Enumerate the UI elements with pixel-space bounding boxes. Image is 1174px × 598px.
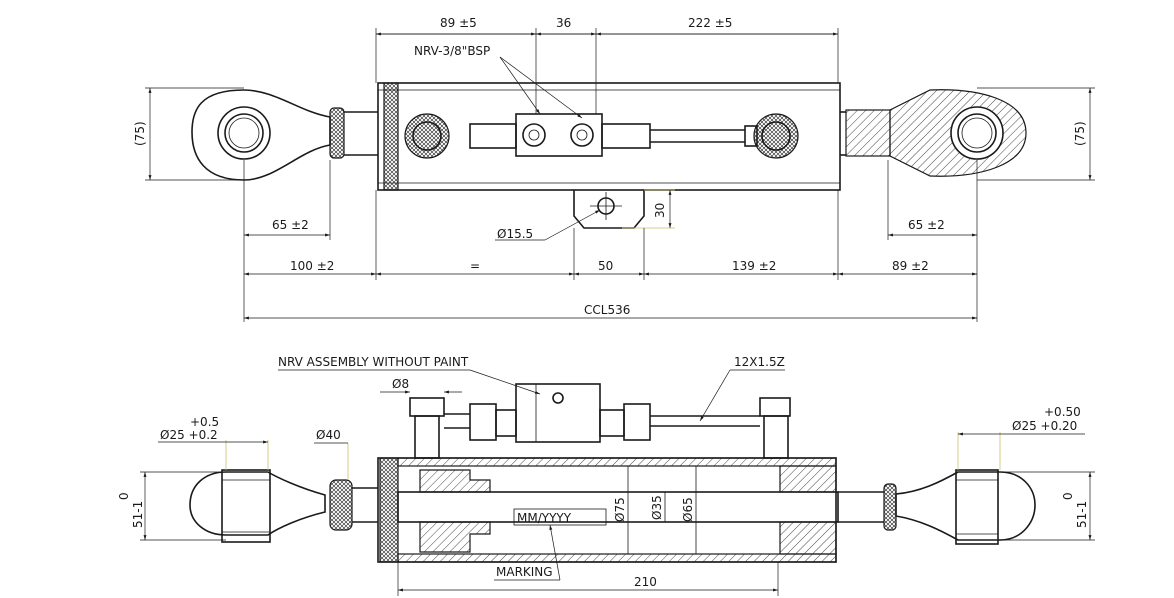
top-view: 89 ±5 36 222 ±5 NRV-3/8"BSP (75) (75) 65… <box>133 16 1095 322</box>
dia-75: Ø75 <box>613 497 627 522</box>
cylinder-barrel <box>377 82 841 191</box>
mounting-lug <box>573 190 645 229</box>
height-75-right: (75) <box>1073 121 1087 146</box>
nrv-assembly <box>409 383 791 459</box>
dim-89: 89 ±5 <box>440 16 477 30</box>
dim-139: 139 ±2 <box>732 259 776 273</box>
dim-equal: = <box>470 259 480 273</box>
dia-8: Ø8 <box>392 377 409 391</box>
date-marking: MM/YYYY <box>517 511 572 525</box>
dia-40: Ø40 <box>316 428 341 442</box>
dim-65-right: 65 ±2 <box>908 218 945 232</box>
dim-100: 100 ±2 <box>290 259 334 273</box>
dim-89b: 89 ±2 <box>892 259 929 273</box>
thread-label: 12X1.5Z <box>734 355 785 369</box>
zero-right: 0 <box>1061 492 1075 500</box>
dim-222: 222 ±5 <box>688 16 732 30</box>
dia-25-left: Ø25 +0.2 <box>160 428 218 442</box>
top-dimensions <box>145 28 1095 322</box>
dim-50: 50 <box>598 259 613 273</box>
dim-65-left: 65 ±2 <box>272 218 309 232</box>
left-eye-section <box>189 469 378 543</box>
nrv-assembly-label: NRV ASSEMBLY WITHOUT PAINT <box>278 355 469 369</box>
minus-left: 51-1 <box>131 501 145 528</box>
dim-30: 30 <box>653 203 667 218</box>
nrv-label: NRV-3/8"BSP <box>414 44 490 58</box>
section-dimensions <box>140 369 1095 596</box>
right-rod-eye <box>840 89 1027 177</box>
tol-right-upper: +0.50 <box>1044 405 1081 419</box>
dia-35: Ø35 <box>650 495 664 520</box>
dia-15-5: Ø15.5 <box>497 227 533 241</box>
ccl-536: CCL536 <box>584 303 630 317</box>
dia-25-right: Ø25 +0.20 <box>1012 419 1077 433</box>
height-75-left: (75) <box>133 121 147 146</box>
dim-36: 36 <box>556 16 571 30</box>
dim-210: 210 <box>634 575 657 589</box>
right-eye-section <box>838 469 1036 545</box>
marking-label: MARKING <box>496 565 553 579</box>
section-view: NRV ASSEMBLY WITHOUT PAINT 12X1.5Z Ø8 +0… <box>117 355 1095 596</box>
left-rod-eye <box>191 89 378 181</box>
zero-left: 0 <box>117 492 131 500</box>
nrv-valve-top <box>404 113 799 159</box>
barrel-section <box>377 457 839 563</box>
tol-left-upper: +0.5 <box>190 415 219 429</box>
minus-right: 51-1 <box>1075 501 1089 528</box>
dia-65: Ø65 <box>681 497 695 522</box>
